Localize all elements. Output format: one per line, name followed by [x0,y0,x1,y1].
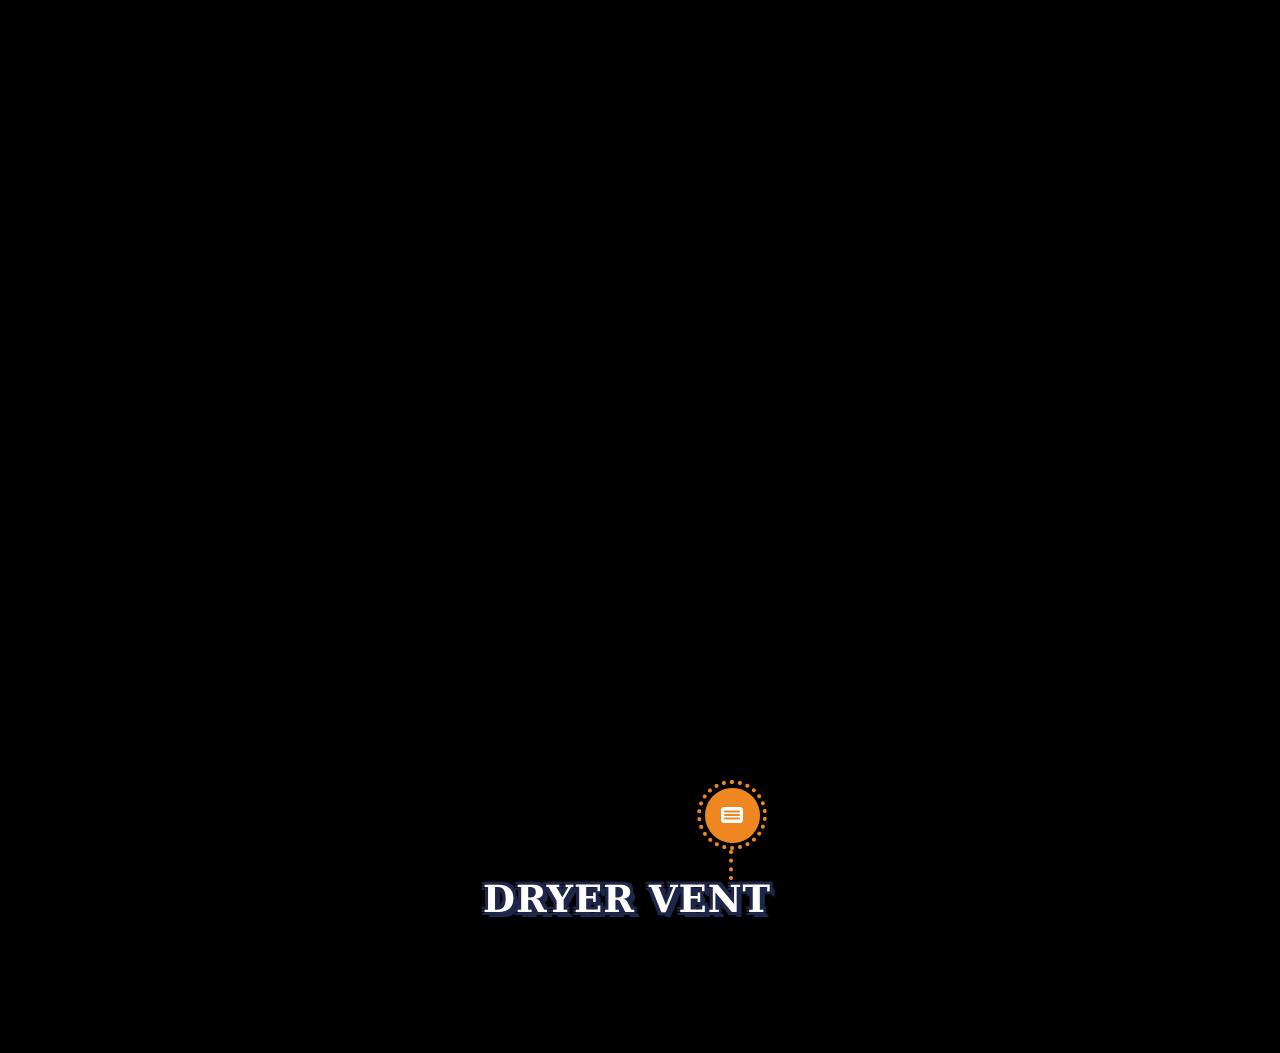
dryer-vent-label: DRYER VENT [482,877,772,921]
vent-icon [720,806,744,824]
hotspot-connector-line [729,850,733,880]
dryer-vent-hotspot-badge[interactable] [697,780,767,850]
hotspot-badge-circle [704,787,760,843]
